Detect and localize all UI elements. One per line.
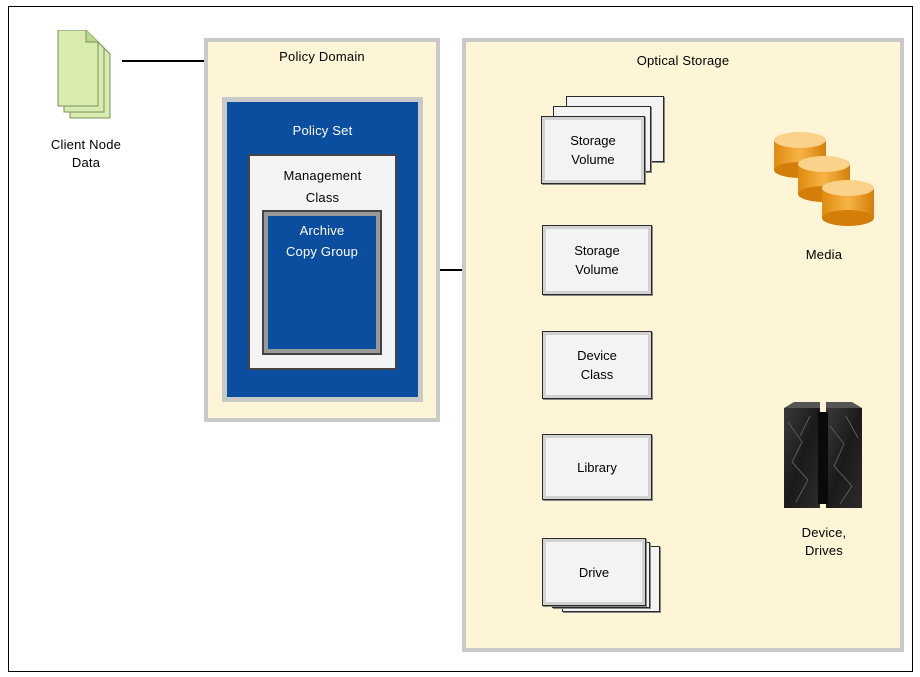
policy-domain-title: Policy Domain xyxy=(279,49,365,64)
library-box: Library xyxy=(542,434,652,500)
management-class-label: Management Class xyxy=(283,168,362,205)
device-class-box: Device Class xyxy=(542,331,652,399)
documents-icon xyxy=(48,29,128,122)
media-label: Media xyxy=(805,247,843,262)
diagram-frame xyxy=(8,6,913,672)
archive-copy-group-label: Archive Copy Group xyxy=(285,223,359,259)
devices-drives-label: Device, Drives xyxy=(801,525,847,558)
optical-storage-title: Optical Storage xyxy=(636,53,730,68)
server-rack-icon xyxy=(782,402,866,510)
optical-storage-region xyxy=(462,38,904,652)
client-node-data-label: Client Node Data xyxy=(50,137,122,170)
storage-volume-box: Storage Volume xyxy=(542,225,652,295)
policy-set-title: Policy Set xyxy=(292,123,353,138)
drive-box: Drive xyxy=(542,538,646,606)
media-cylinders-icon xyxy=(770,130,880,230)
archive-copy-group-box xyxy=(262,210,382,355)
storage-volume-pool: Storage Volume xyxy=(541,116,645,184)
